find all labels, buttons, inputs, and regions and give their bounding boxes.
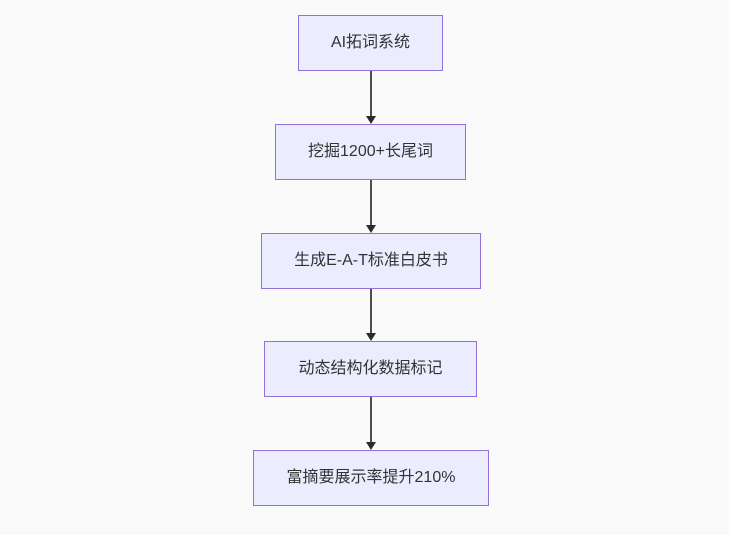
flow-node-label: 动态结构化数据标记: [298, 360, 443, 378]
arrow-head-icon: [365, 225, 376, 233]
flow-node-eat-whitepaper: 生成E-A-T标准白皮书: [261, 233, 481, 289]
flow-node-ai-keyword-system: AI拓词系统: [298, 15, 443, 71]
arrow-line: [369, 289, 372, 335]
flow-node-label: AI拓词系统: [330, 34, 411, 52]
flow-node-longtail-mining: 挖掘1200+长尾词: [275, 124, 466, 180]
arrow-n2-n3: [365, 180, 376, 233]
arrow-head-icon: [365, 442, 376, 450]
arrow-n1-n2: [365, 71, 376, 124]
arrow-line: [369, 397, 372, 444]
arrow-head-icon: [365, 333, 376, 341]
flow-node-structured-data-markup: 动态结构化数据标记: [264, 341, 477, 397]
arrow-head-icon: [365, 116, 376, 124]
arrow-n3-n4: [365, 289, 376, 341]
flow-node-label: 挖掘1200+长尾词: [308, 143, 433, 161]
arrow-line: [369, 71, 372, 118]
flow-node-rich-snippet-result: 富摘要展示率提升210%: [253, 450, 489, 506]
arrow-line: [369, 180, 372, 227]
arrow-n4-n5: [365, 397, 376, 450]
flow-node-label: 生成E-A-T标准白皮书: [294, 252, 448, 270]
flow-node-label: 富摘要展示率提升210%: [286, 469, 456, 487]
